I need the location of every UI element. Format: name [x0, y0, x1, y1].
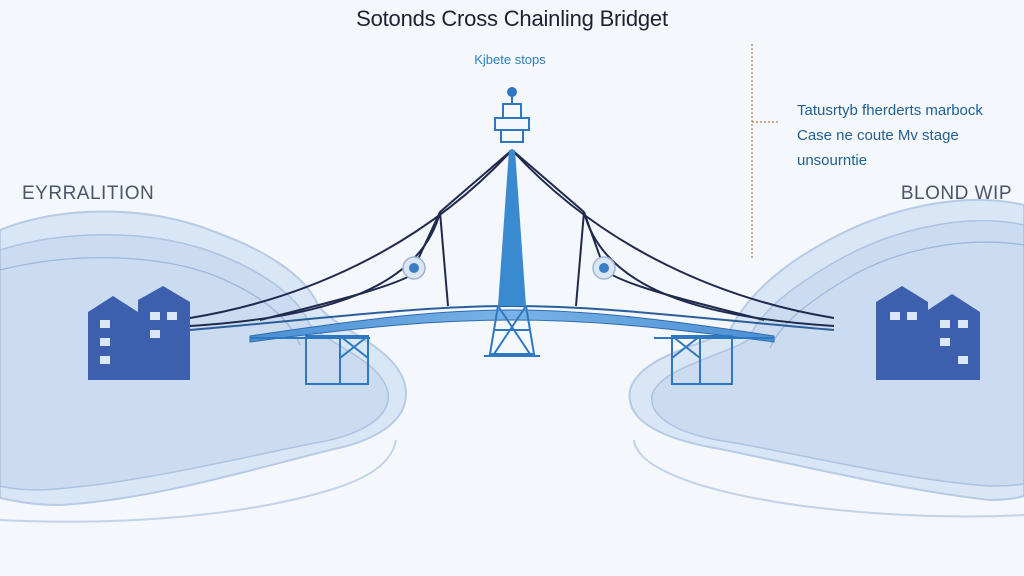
left-pier: [305, 335, 369, 385]
central-tower: [484, 87, 540, 357]
cable-node-left: [402, 256, 426, 280]
annotation-line-3: unsourntie: [797, 152, 868, 169]
right-buildings: [876, 286, 980, 380]
annotation-line-1: Tatusrtyb fherderts marbock: [797, 102, 983, 119]
annotation-leader: [751, 44, 780, 258]
left-buildings: [88, 286, 190, 380]
right-pier: [671, 335, 733, 385]
right-landmass: [628, 199, 1024, 518]
annotation-note: Tatusrtyb fherderts marbock Case ne cout…: [797, 98, 1007, 173]
tower-top-label: Kjbete stops: [474, 52, 546, 67]
diagram-title: Sotonds Cross Chainling Bridget: [356, 6, 668, 31]
left-landmass: [0, 210, 407, 523]
right-side-label: BLOND WIP: [900, 183, 1012, 204]
cable-node-right: [592, 256, 616, 280]
left-side-label: EYRRALITION: [22, 183, 155, 204]
annotation-line-2: Case ne coute Mv stage: [797, 127, 959, 144]
